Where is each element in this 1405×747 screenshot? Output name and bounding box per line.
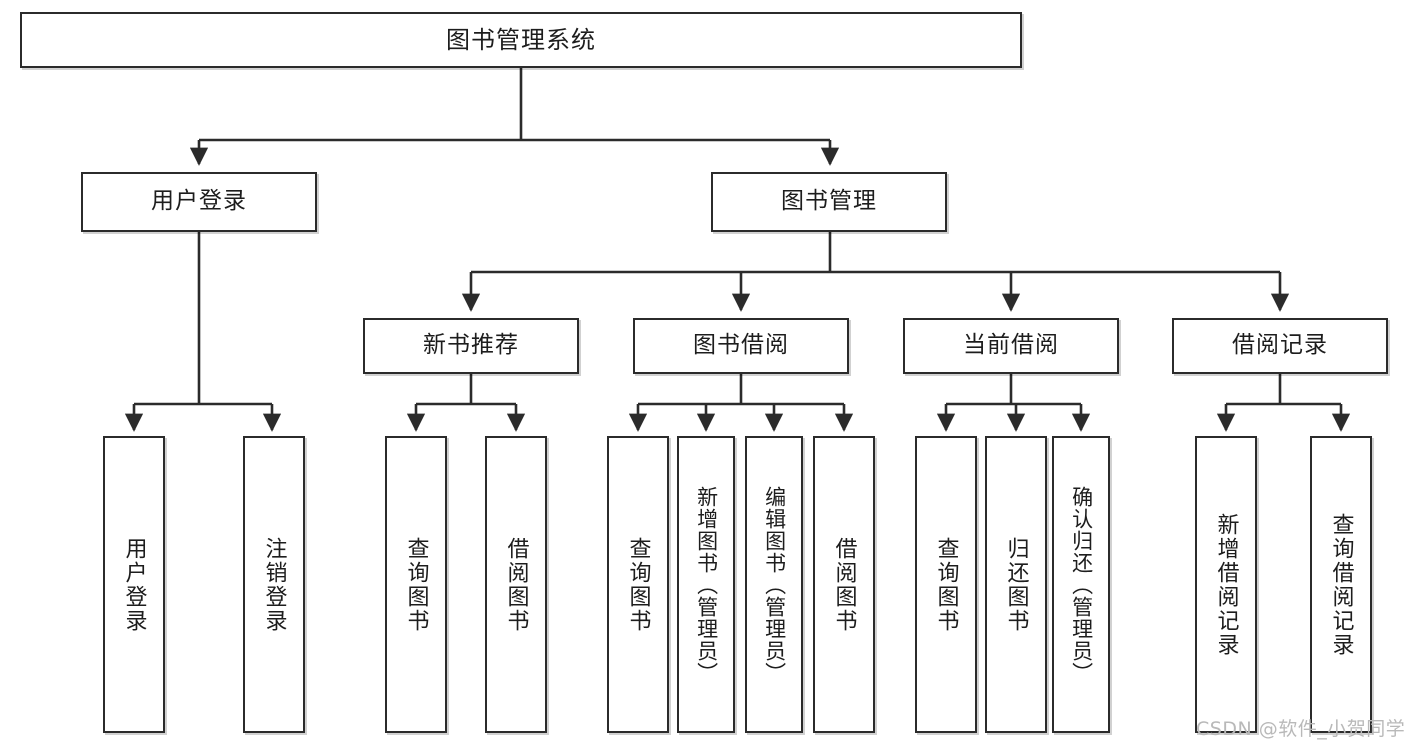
node-root-system[interactable]: 图书管理系统 (20, 12, 1022, 68)
leaf-node[interactable]: 查询图书 (607, 436, 669, 733)
node-current-borrowing[interactable]: 当前借阅 (903, 318, 1119, 374)
watermark-text: CSDN @软件_小贺同学 (1196, 718, 1405, 740)
leaf-node[interactable]: 新增借阅记录 (1195, 436, 1257, 733)
leaf-node[interactable]: 借阅图书 (813, 436, 875, 733)
node-label: 新增借阅记录 (1213, 512, 1239, 657)
node-label: 用户登录 (121, 536, 147, 633)
node-new-book-recommendation[interactable]: 新书推荐 (363, 318, 579, 374)
node-label: 归还图书 (1003, 536, 1029, 633)
node-label: 查询图书 (403, 536, 429, 633)
leaf-node[interactable]: 用户登录 (103, 436, 165, 733)
node-label: 用户登录 (151, 188, 247, 215)
node-label: 新书推荐 (423, 332, 519, 359)
node-book-borrowing[interactable]: 图书借阅 (633, 318, 849, 374)
leaf-node[interactable]: 确认归还（管理员） (1052, 436, 1110, 733)
node-book-management[interactable]: 图书管理 (711, 172, 947, 232)
leaf-node[interactable]: 注销登录 (243, 436, 305, 733)
leaf-node[interactable]: 查询借阅记录 (1310, 436, 1372, 733)
leaf-node[interactable]: 查询图书 (385, 436, 447, 733)
node-label: 借阅图书 (831, 536, 857, 633)
leaf-node[interactable]: 新增图书（管理员） (677, 436, 735, 733)
node-borrowing-records[interactable]: 借阅记录 (1172, 318, 1388, 374)
node-label: 查询借阅记录 (1328, 512, 1354, 657)
node-label: 查询图书 (933, 536, 959, 633)
node-label: 当前借阅 (963, 332, 1059, 359)
node-label: 图书借阅 (693, 332, 789, 359)
node-user-login[interactable]: 用户登录 (81, 172, 317, 232)
node-label: 注销登录 (261, 536, 287, 633)
node-label: 图书管理 (781, 188, 877, 215)
leaf-node[interactable]: 编辑图书（管理员） (745, 436, 803, 733)
node-label: 借阅记录 (1232, 332, 1328, 359)
node-root-label: 图书管理系统 (446, 25, 596, 54)
leaf-node[interactable]: 借阅图书 (485, 436, 547, 733)
leaf-node[interactable]: 归还图书 (985, 436, 1047, 733)
node-label: 新增图书（管理员） (694, 485, 719, 684)
node-label: 确认归还（管理员） (1069, 485, 1094, 684)
node-label: 编辑图书（管理员） (762, 485, 787, 684)
leaf-node[interactable]: 查询图书 (915, 436, 977, 733)
node-label: 借阅图书 (503, 536, 529, 633)
node-label: 查询图书 (625, 536, 651, 633)
